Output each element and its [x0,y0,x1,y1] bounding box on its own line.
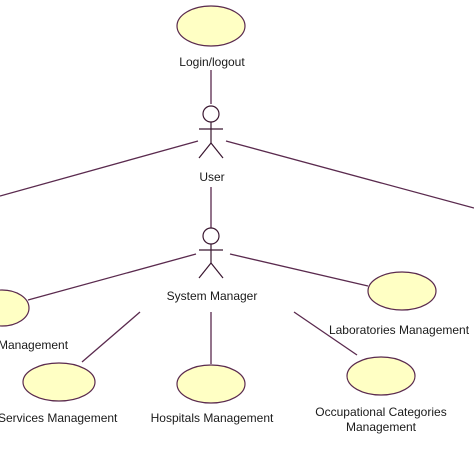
usecase-occupational-categories-management[interactable] [346,356,416,396]
assoc-user-right-offscreen [225,140,474,209]
label-login-logout: Login/logout [179,55,245,69]
assoc-manager-laboratories [229,253,369,287]
label-occupational-line2: Management [346,420,417,434]
label-management-left: Management [0,338,69,352]
actor-system-manager[interactable] [198,227,224,279]
usecase-management-left[interactable] [0,289,30,327]
label-services-management: Services Management [0,411,118,425]
usecase-login-logout[interactable] [176,5,246,47]
label-occupational-line1: Occupational Categories [315,405,446,419]
assoc-manager-management [27,253,197,301]
label-system-manager: System Manager [167,289,258,303]
label-laboratories-management: Laboratories Management [329,323,470,337]
label-user: User [199,170,224,184]
actor-user[interactable] [198,105,224,159]
usecase-hospitals-management[interactable] [176,364,246,404]
assoc-manager-occupational [293,311,358,356]
usecase-laboratories-management[interactable] [367,271,437,311]
usecase-services-management[interactable] [22,362,96,402]
assoc-manager-services [81,311,141,363]
label-hospitals-management: Hospitals Management [151,411,274,425]
assoc-user-left-offscreen [0,140,199,197]
